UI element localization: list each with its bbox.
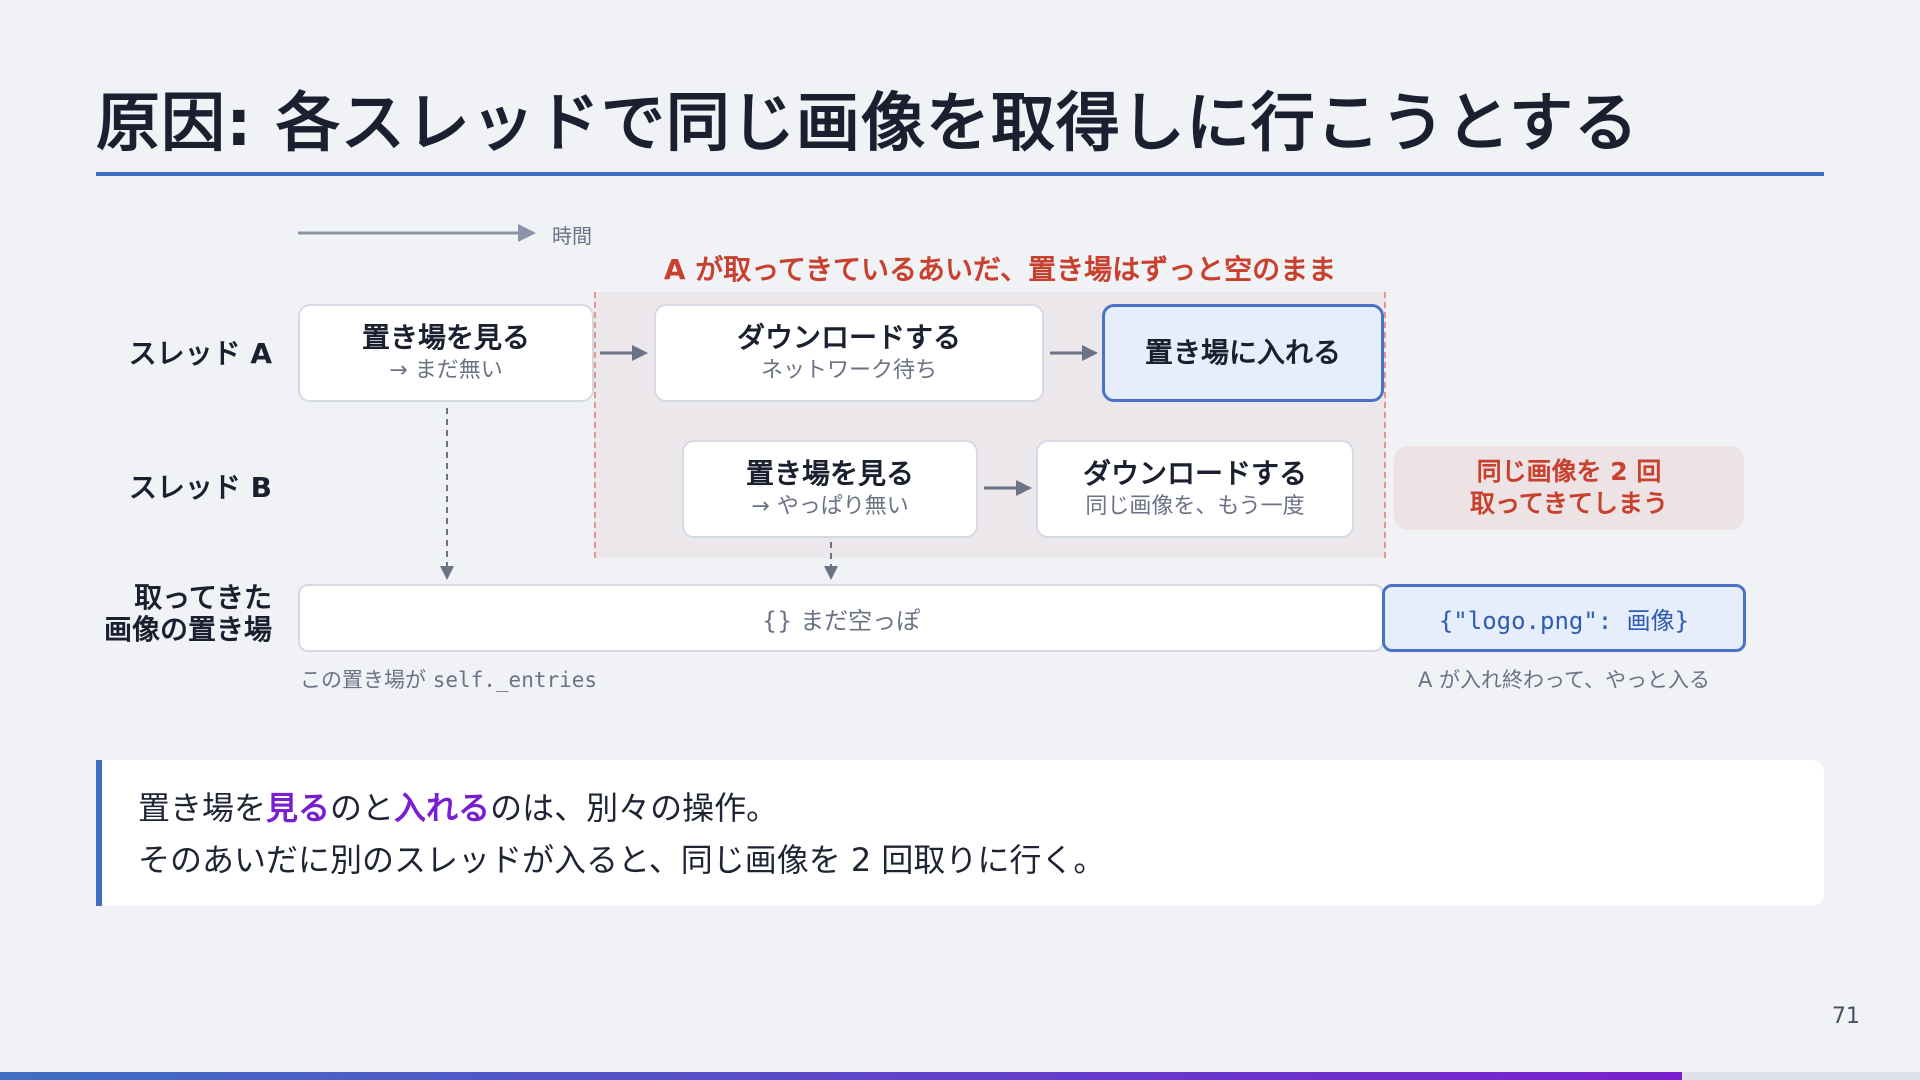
read-arrow-down-icon <box>824 542 838 580</box>
thread-b-download-step: ダウンロードする 同じ画像を、もう一度 <box>1036 440 1354 538</box>
step-detail: → やっぱり無い <box>751 494 909 519</box>
summary-line-2: そのあいだに別のスレッドが入ると、同じ画像を 2 回取りに行く。 <box>138 841 1106 879</box>
page-number: 71 <box>1832 1004 1860 1029</box>
row-label-store: 取ってきた 画像の置き場 <box>92 582 272 646</box>
empty-period-label: A が取ってきているあいだ、置き場はずっと空のまま <box>663 253 1337 286</box>
row-label-thread-b: スレッド B <box>128 471 272 504</box>
thread-a-store-step: 置き場に入れる <box>1102 304 1384 402</box>
step-detail: 同じ画像を、もう一度 <box>1085 494 1305 519</box>
store-caption: この置き場が self._entries <box>300 664 597 694</box>
summary-emphasis-look: 見る <box>266 789 331 827</box>
thread-a-check-step: 置き場を見る → まだ無い <box>298 304 594 402</box>
step-detail: → まだ無い <box>389 358 503 383</box>
row-label-thread-a: スレッド A <box>128 337 272 370</box>
store-filled-caption: A が入れ終わって、やっと入る <box>1418 668 1710 692</box>
row-label-store-line2: 画像の置き場 <box>103 613 272 646</box>
summary-line-1: 置き場を見るのと入れるのは、別々の操作。 <box>138 782 1824 834</box>
arrow-right-icon <box>984 480 1032 496</box>
slide-title: 原因: 各スレッドで同じ画像を取得しに行こうとする <box>96 87 1639 161</box>
step-detail: ネットワーク待ち <box>760 358 937 383</box>
warning-line2: 取ってきてしまう <box>1469 489 1668 518</box>
progress-bar-fill <box>0 1072 1682 1080</box>
time-arrow-icon <box>298 224 536 242</box>
step-title: ダウンロードする <box>1082 457 1307 490</box>
step-title: 置き場を見る <box>745 457 914 490</box>
row-label-store-line1: 取ってきた <box>134 581 272 614</box>
summary-text: のと <box>330 789 395 827</box>
step-title: 置き場を見る <box>361 321 530 354</box>
cache-store-empty: {} まだ空っぽ <box>298 584 1384 652</box>
summary-emphasis-put: 入れる <box>394 789 491 827</box>
store-caption-text: この置き場が <box>300 668 426 692</box>
step-title: 置き場に入れる <box>1144 336 1341 369</box>
arrow-right-icon <box>1050 345 1098 361</box>
step-title: ダウンロードする <box>736 321 961 354</box>
summary-note: 置き場を見るのと入れるのは、別々の操作。 そのあいだに別のスレッドが入ると、同じ… <box>96 760 1824 906</box>
time-label: 時間 <box>552 224 592 248</box>
cache-store-filled: {"logo.png": 画像} <box>1382 584 1746 652</box>
progress-bar <box>0 1072 1920 1080</box>
title-divider <box>96 172 1824 176</box>
summary-text: のは、別々の操作。 <box>490 789 779 827</box>
store-caption-code: self._entries <box>432 668 598 692</box>
arrow-right-icon <box>600 345 648 361</box>
duplicate-warning: 同じ画像を 2 回 取ってきてしまう <box>1394 446 1744 530</box>
summary-text: 置き場を <box>138 789 267 827</box>
read-arrow-down-icon <box>440 408 454 580</box>
warning-line1: 同じ画像を 2 回 <box>1476 457 1662 486</box>
thread-b-check-step: 置き場を見る → やっぱり無い <box>682 440 978 538</box>
thread-a-download-step: ダウンロードする ネットワーク待ち <box>654 304 1044 402</box>
